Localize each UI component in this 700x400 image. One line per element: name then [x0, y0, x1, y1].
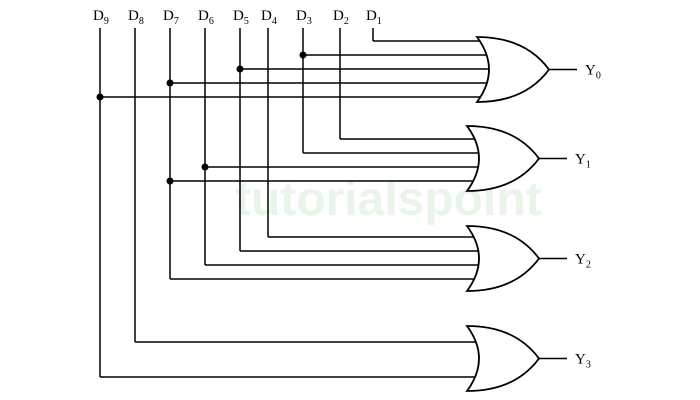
label-base: D: [198, 8, 209, 24]
label-subscript: 2: [586, 260, 591, 271]
label-subscript: 1: [377, 16, 382, 27]
label-subscript: 2: [344, 16, 349, 27]
output-label-y2: Y2: [575, 252, 591, 271]
label-subscript: 8: [139, 16, 144, 27]
input-label-d9: D9: [93, 8, 109, 27]
junction-dot: [166, 79, 174, 87]
input-label-d5: D5: [233, 8, 249, 27]
input-label-d6: D6: [198, 8, 214, 27]
input-label-d8: D8: [128, 8, 144, 27]
input-label-d2: D2: [333, 8, 349, 27]
or-gate-y0: [475, 36, 551, 103]
junction-dot: [201, 163, 209, 171]
label-base: D: [261, 8, 272, 24]
or-gate-y3: [465, 325, 541, 392]
junction-dot: [236, 65, 244, 73]
label-base: D: [366, 8, 377, 24]
label-subscript: 4: [272, 16, 277, 27]
label-subscript: 1: [586, 160, 591, 171]
label-subscript: 3: [586, 360, 591, 371]
label-subscript: 5: [244, 16, 249, 27]
label-base: D: [93, 8, 104, 24]
or-gate-y2: [465, 225, 541, 292]
input-label-d7: D7: [163, 8, 179, 27]
label-base: D: [163, 8, 174, 24]
junction-dot: [299, 51, 307, 59]
label-base: D: [333, 8, 344, 24]
label-base: Y: [575, 152, 586, 168]
label-base: Y: [575, 352, 586, 368]
label-subscript: 9: [104, 16, 109, 27]
label-base: Y: [585, 63, 596, 79]
label-subscript: 6: [209, 16, 214, 27]
label-subscript: 3: [307, 16, 312, 27]
label-subscript: 0: [596, 71, 601, 82]
output-label-y3: Y3: [575, 352, 591, 371]
junction-dot: [96, 93, 104, 101]
junction-dot: [166, 177, 174, 185]
input-label-d3: D3: [296, 8, 312, 27]
output-label-y1: Y1: [575, 152, 591, 171]
input-label-d1: D1: [366, 8, 382, 27]
label-base: Y: [575, 252, 586, 268]
label-subscript: 7: [174, 16, 179, 27]
or-gate-y1: [465, 125, 541, 192]
label-base: D: [233, 8, 244, 24]
label-base: D: [296, 8, 307, 24]
label-base: D: [128, 8, 139, 24]
output-label-y0: Y0: [585, 63, 601, 82]
input-label-d4: D4: [261, 8, 277, 27]
